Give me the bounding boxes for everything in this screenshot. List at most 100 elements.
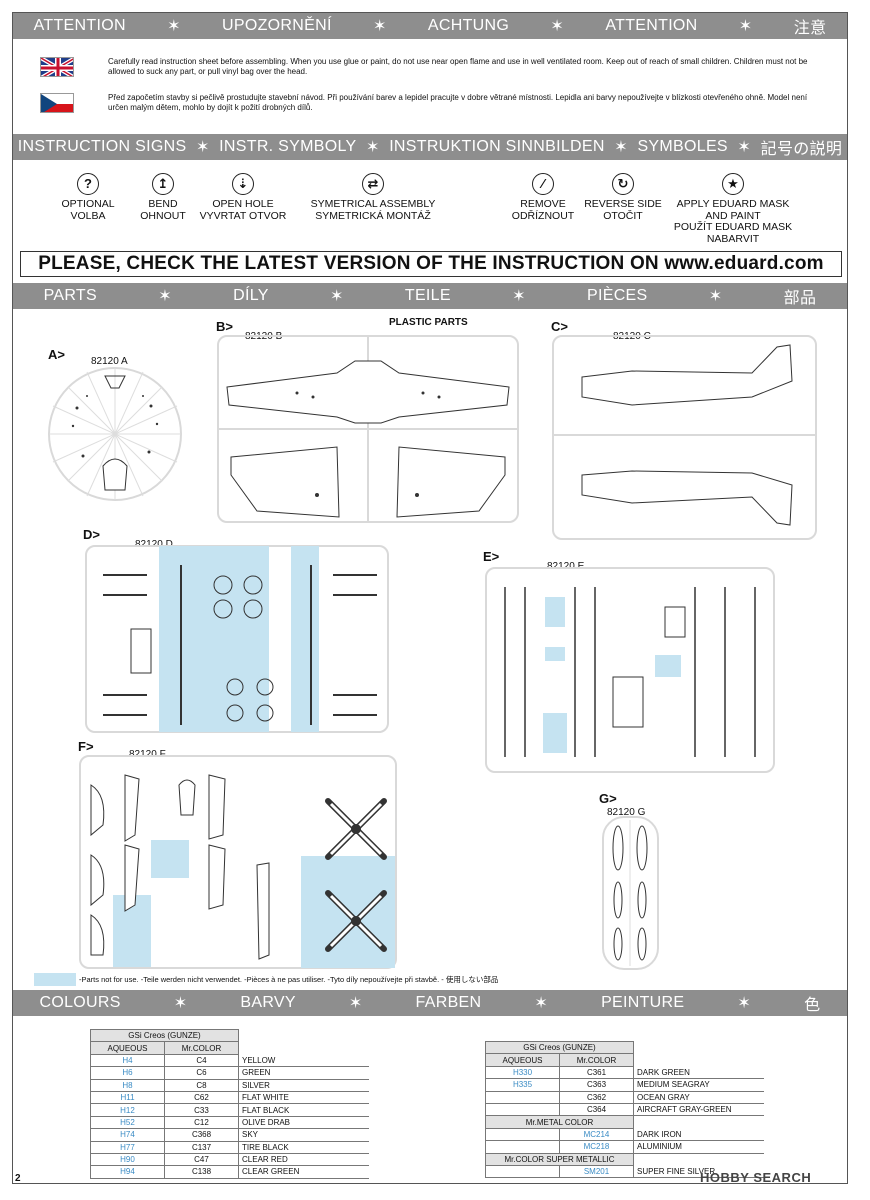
aqueous-code: H94 <box>90 1165 165 1179</box>
metal-code: MC218 <box>559 1140 634 1154</box>
sign-label: SYMETRICAL ASSEMBLY SYMETRICKÁ MONTÁŽ <box>310 198 436 222</box>
sign-label: OPEN HOLE VYVRTAT OTVOR <box>199 198 287 222</box>
not-for-use-text: -Parts not for use. -Teile werden nicht … <box>79 975 499 984</box>
drill-icon: ⇣ <box>232 173 254 195</box>
separator-star: ✶ <box>158 288 172 305</box>
paint-name: YELLOW <box>238 1054 369 1068</box>
colours-title-jp: 色 <box>804 997 821 1014</box>
instruction-signs-band: INSTRUCTION SIGNS ✶ INSTR. SYMBOLY ✶ INS… <box>13 134 847 160</box>
aqueous-code: H335 <box>485 1078 560 1092</box>
sprue-f-drawing <box>90 774 387 960</box>
mask-icon: ★ <box>722 173 744 195</box>
sprue-e-letter: E> <box>483 549 500 564</box>
mr-color-code: C8 <box>164 1078 239 1092</box>
paint-name: DARK IRON <box>633 1128 764 1142</box>
paint-brand-header: GSi Creos (GUNZE) <box>90 1028 239 1043</box>
paint-name: GREEN <box>238 1066 369 1080</box>
attention-de: ACHTUNG <box>427 17 510 34</box>
super-metallic-header: Mr.COLOR SUPER METALLIC <box>485 1152 634 1166</box>
watermark-logo: HOBBY SEARCH <box>700 1170 812 1185</box>
warning-czech-text: Před započetím stavby si pečlivě prostud… <box>108 93 808 112</box>
mr-color-code: C138 <box>164 1165 239 1179</box>
bend-icon: ↥ <box>152 173 174 195</box>
separator-star: ✶ <box>737 995 752 1012</box>
metal-code: SM201 <box>559 1164 634 1179</box>
mr-color-code: C364 <box>559 1102 634 1117</box>
aqueous-code: H77 <box>90 1140 165 1154</box>
sprue-e-unused-zone <box>543 713 567 753</box>
aqueous-code <box>485 1140 560 1154</box>
paint-name: SILVER <box>238 1079 369 1092</box>
symmetrical-icon: ⇄ <box>362 173 384 195</box>
sign-label: OPTIONAL VOLBA <box>61 198 115 222</box>
paint-name: OLIVE DRAB <box>238 1116 369 1130</box>
attention-band: ATTENTION ✶ UPOZORNĚNÍ ✶ ACHTUNG ✶ ATTEN… <box>13 13 847 39</box>
sprue-e-unused-zone <box>655 655 681 677</box>
aqueous-code: H52 <box>90 1115 165 1130</box>
sign-label: REMOVE ODŘÍZNOUT <box>511 198 575 222</box>
separator-star: ✶ <box>195 139 210 156</box>
not-for-use-swatch <box>34 973 76 986</box>
paint-name: FLAT BLACK <box>238 1103 369 1117</box>
sprue-d-letter: D> <box>83 527 100 542</box>
attention-cz: UPOZORNĚNÍ <box>222 17 332 34</box>
aqueous-code: H330 <box>485 1065 560 1080</box>
mr-color-code: C6 <box>164 1066 239 1080</box>
paint-brand-header: GSi Creos (GUNZE) <box>485 1040 634 1055</box>
signs-title-cz: INSTR. SYMBOLY <box>219 138 357 155</box>
paint-name: SKY <box>238 1128 369 1142</box>
aqueous-header: AQUEOUS <box>90 1041 165 1055</box>
separator-star: ✶ <box>737 139 752 156</box>
sprue-a-code: 82120 A <box>91 356 128 367</box>
colours-title-cz: BARVY <box>240 994 296 1011</box>
instruction-page: ATTENTION ✶ UPOZORNĚNÍ ✶ ACHTUNG ✶ ATTEN… <box>12 12 848 1184</box>
sprue-e-drawing <box>504 587 756 757</box>
sprue-e-code: 82120 E <box>547 561 585 572</box>
paint-name: CLEAR GREEN <box>238 1165 369 1179</box>
sign-label: APPLY EDUARD MASK AND PAINT POUŽÍT EDUAR… <box>673 198 793 245</box>
mr-color-header: Mr.COLOR <box>559 1053 634 1067</box>
aqueous-code: H74 <box>90 1128 165 1142</box>
sign-mask: ★ APPLY EDUARD MASK AND PAINT POUŽÍT EDUA… <box>668 173 798 245</box>
mr-color-code: C368 <box>164 1128 239 1142</box>
sign-reverse: ↻REVERSE SIDE OTOČIT <box>573 173 673 222</box>
sprue-g-code: 82120 G <box>607 807 646 818</box>
attention-jp: 注意 <box>793 20 827 37</box>
paint-name: OCEAN GRAY <box>633 1091 764 1104</box>
parts-band: PARTS ✶ DÍLY ✶ TEILE ✶ PIÈCES ✶ 部品 <box>13 283 847 309</box>
sprue-f-frame <box>79 755 397 969</box>
metal-color-header: Mr.METAL COLOR <box>485 1115 634 1129</box>
aqueous-code <box>485 1090 560 1104</box>
signs-title-de: INSTRUKTION SINNBILDEN <box>389 138 605 155</box>
signs-title-jp: 記号の説明 <box>760 141 843 158</box>
colours-title-en: COLOURS <box>39 994 121 1011</box>
mr-color-code: C4 <box>164 1053 239 1068</box>
aqueous-code: H11 <box>90 1090 165 1105</box>
latest-version-notice: PLEASE, CHECK THE LATEST VERSION OF THE … <box>20 251 842 277</box>
warning-czech-row: Před započetím stavby si pečlivě prostud… <box>13 93 847 113</box>
parts-title-cz: DÍLY <box>233 287 269 304</box>
sprue-d-drawing <box>103 565 377 725</box>
sprue-a-letter: A> <box>48 347 65 362</box>
sprue-d-code: 82120 D <box>135 539 173 550</box>
sprue-g-frame <box>602 816 659 970</box>
attention-en: ATTENTION <box>33 17 126 34</box>
paint-name: AIRCRAFT GRAY-GREEN <box>633 1103 764 1117</box>
warning-english-text: Carefully read instruction sheet before … <box>108 57 808 76</box>
sign-knife: ⁄REMOVE ODŘÍZNOUT <box>508 173 578 222</box>
warning-english-row: Carefully read instruction sheet before … <box>13 57 847 77</box>
parts-title-jp: 部品 <box>783 290 817 307</box>
aqueous-code: H4 <box>90 1053 165 1068</box>
paint-name: TIRE BLACK <box>238 1141 369 1154</box>
